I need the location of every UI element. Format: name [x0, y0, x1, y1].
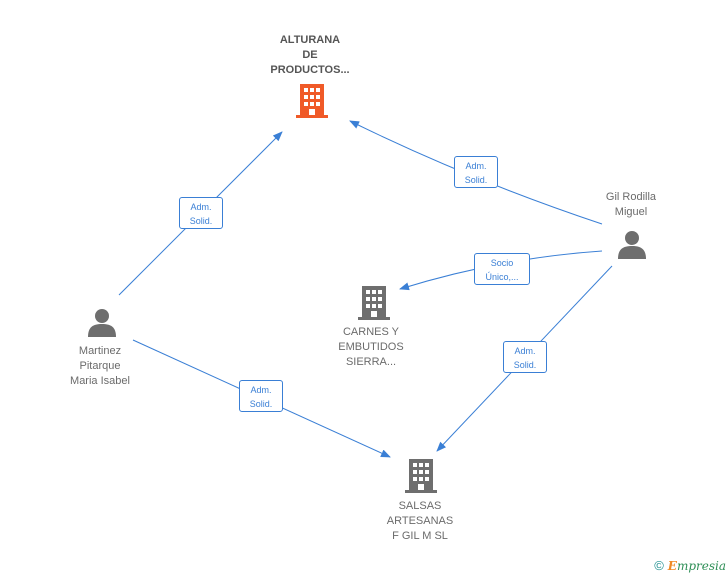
node-label-carnes[interactable]: CARNES Y EMBUTIDOS SIERRA... [311, 325, 431, 370]
label-line: EMBUTIDOS [338, 341, 404, 353]
label-line: ARTESANAS [386, 515, 454, 527]
edge-label-line: Adm. [250, 385, 272, 395]
node-label-gil[interactable]: Gil Rodilla Miguel [571, 190, 691, 220]
edge-label-gil-salsas[interactable]: Adm. Solid. [503, 341, 547, 373]
footer-brand: ©Empresia [654, 558, 726, 573]
edge-label-line: Socio [490, 258, 514, 268]
edge-label-gil-carnes[interactable]: Socio Único,... [474, 253, 530, 285]
edge-label-line: Único,... [485, 272, 519, 282]
node-label-alturana[interactable]: ALTURANA DE PRODUCTOS... [250, 33, 370, 78]
label-line: CARNES Y [342, 326, 400, 338]
edge-label-martinez-alturana[interactable]: Adm. Solid. [179, 197, 223, 229]
label-line: F GIL M SL [392, 530, 448, 542]
brand-logo[interactable]: Empresia [668, 559, 726, 573]
brand-initial: E [667, 559, 677, 573]
label-line: Maria Isabel [70, 375, 130, 387]
node-label-martinez[interactable]: Martinez Pitarque Maria Isabel [40, 344, 160, 389]
person-icon[interactable] [87, 308, 117, 338]
copyright-symbol: © [654, 558, 664, 573]
label-line: Pitarque [79, 360, 121, 372]
building-icon[interactable] [405, 459, 437, 493]
edge-label-line: Solid. [249, 399, 273, 409]
edge-label-line: Adm. [190, 202, 212, 212]
label-line: ALTURANA [279, 34, 341, 46]
building-icon[interactable] [296, 84, 328, 118]
edge-label-gil-alturana[interactable]: Adm. Solid. [454, 156, 498, 188]
edge-label-line: Adm. [514, 346, 536, 356]
building-icon[interactable] [358, 286, 390, 320]
label-line: Martinez [78, 345, 122, 357]
label-line: Gil Rodilla [605, 191, 657, 203]
node-label-salsas[interactable]: SALSAS ARTESANAS F GIL M SL [360, 499, 480, 544]
label-line: Miguel [614, 206, 648, 218]
label-line: SIERRA... [345, 356, 397, 368]
person-icon[interactable] [617, 230, 647, 260]
edge-label-line: Solid. [189, 216, 213, 226]
edge-label-martinez-salsas[interactable]: Adm. Solid. [239, 380, 283, 412]
label-line: PRODUCTOS... [270, 64, 350, 76]
edge-label-line: Solid. [513, 360, 537, 370]
edge-label-line: Solid. [464, 175, 488, 185]
label-line: SALSAS [398, 500, 442, 512]
label-line: DE [302, 49, 318, 61]
brand-name: mpresia [676, 559, 726, 573]
edge-label-line: Adm. [465, 161, 487, 171]
